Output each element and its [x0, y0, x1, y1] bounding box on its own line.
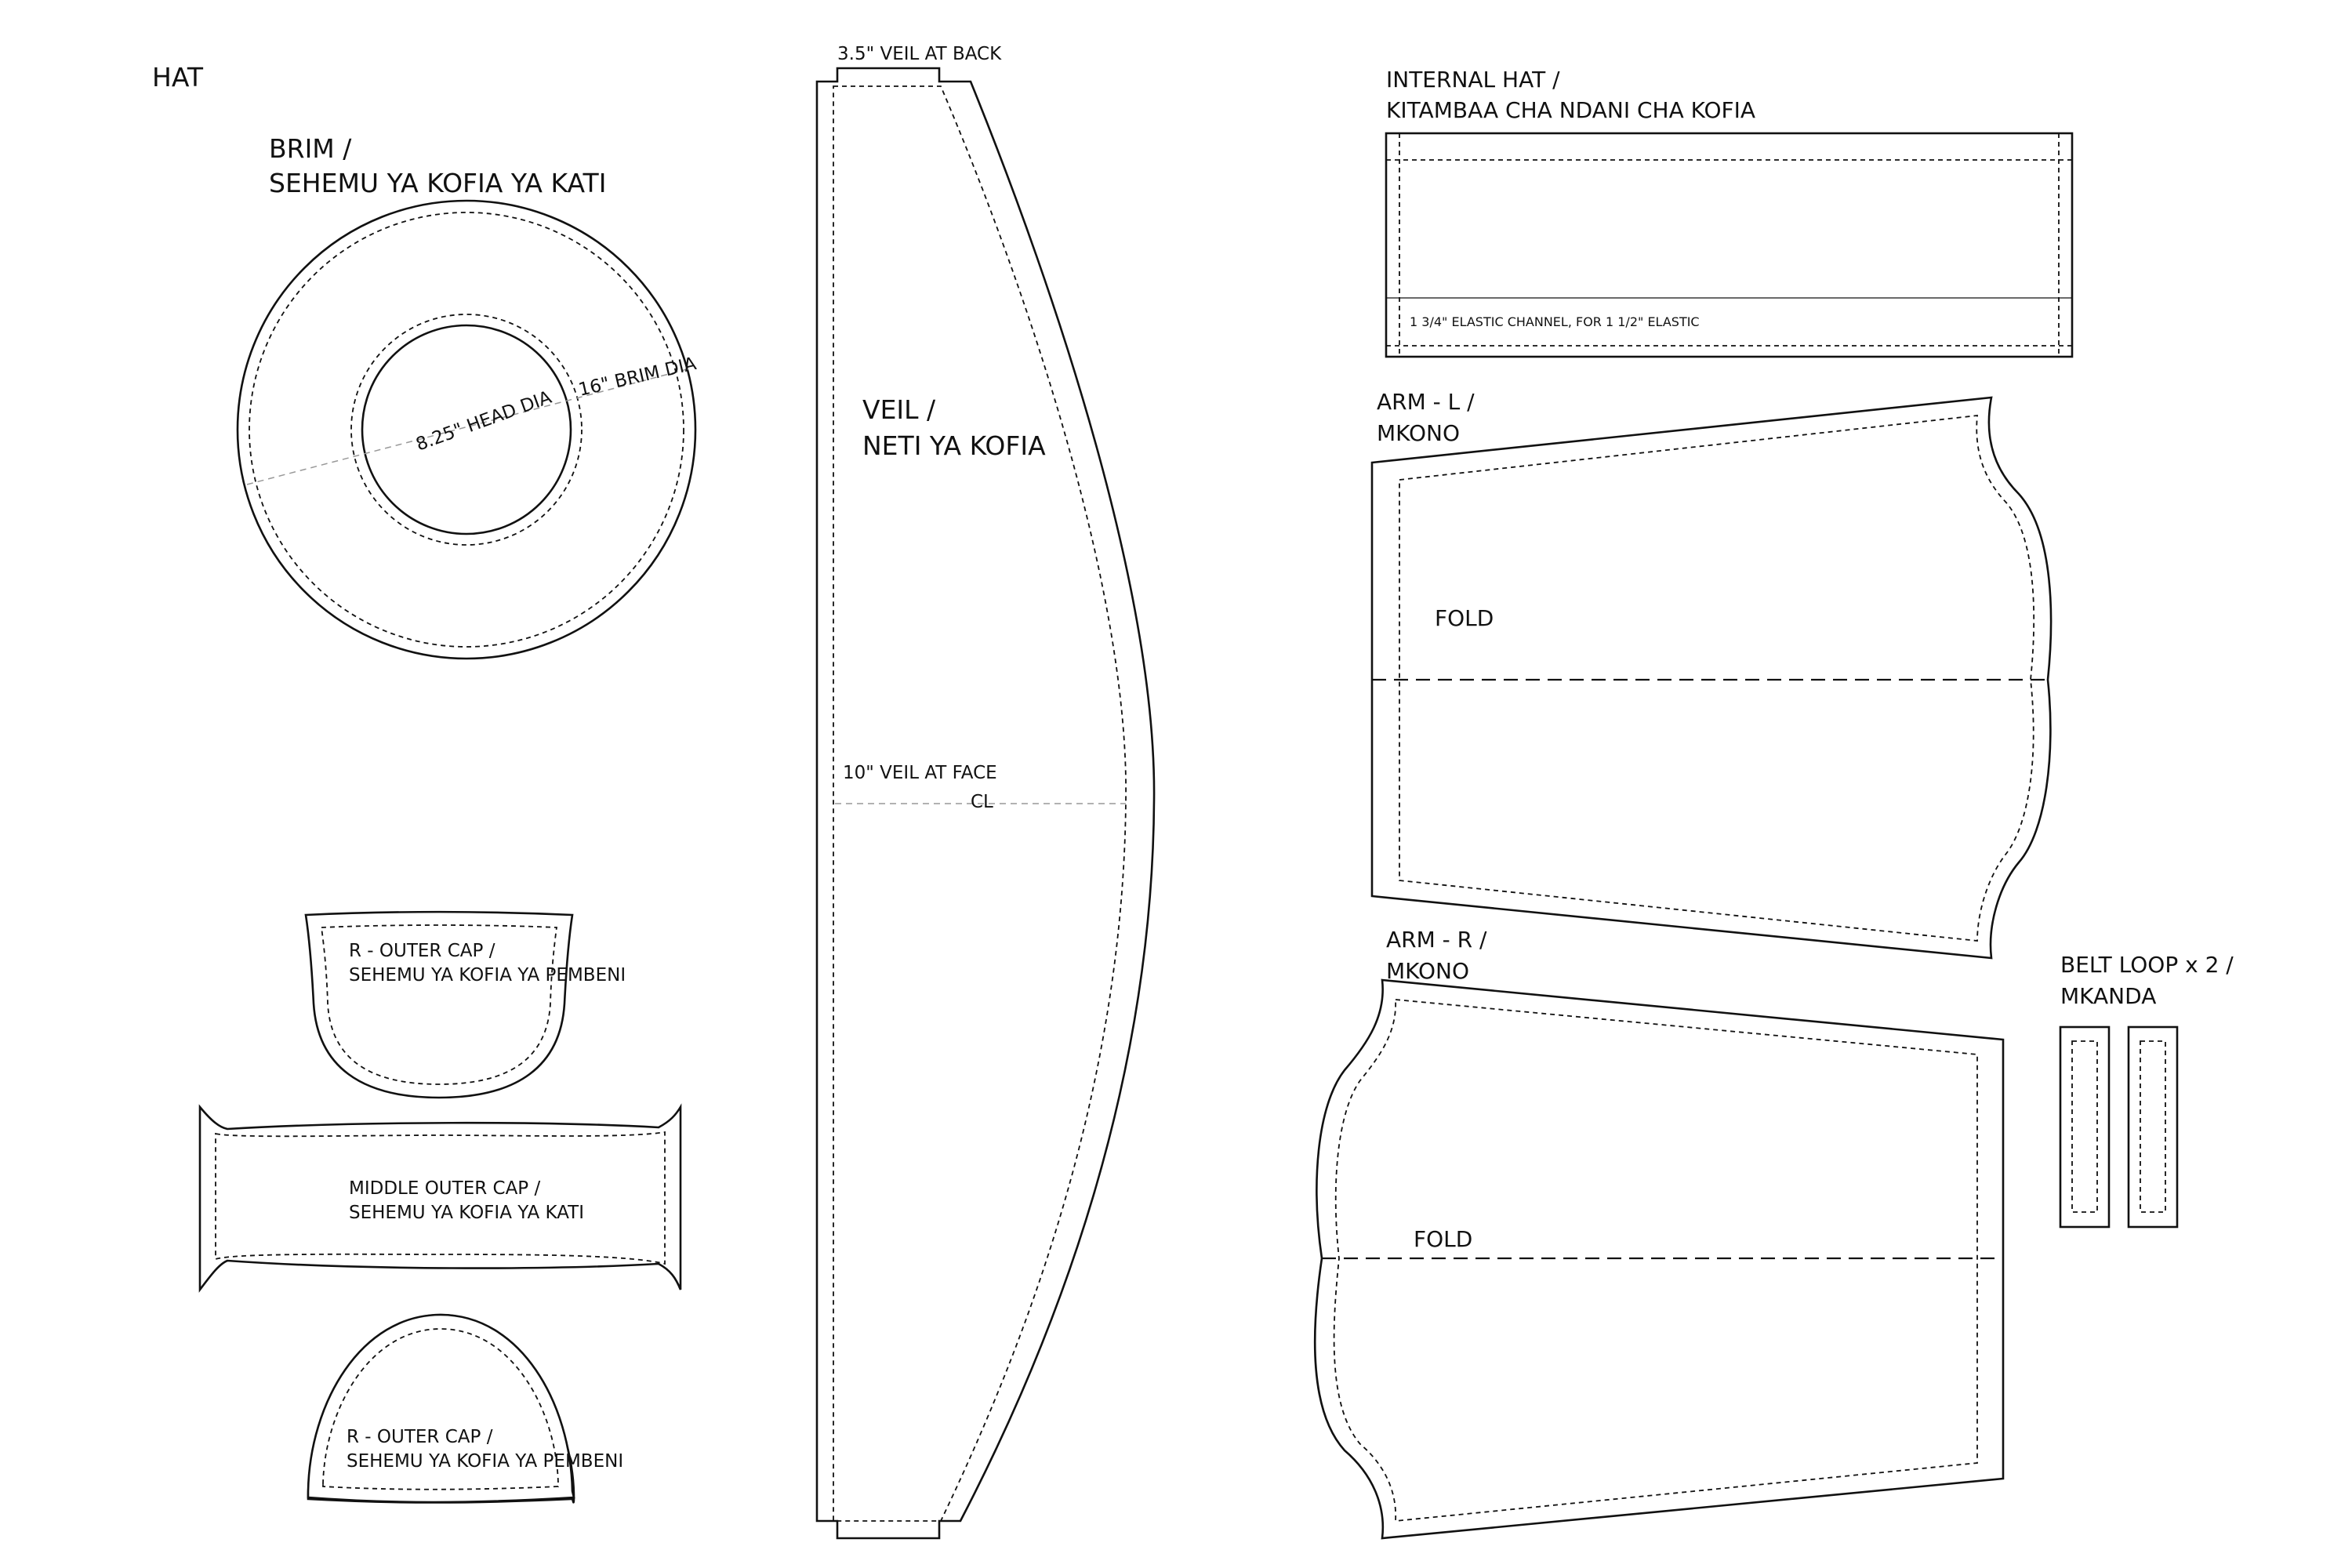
middle-cap-label-1: MIDDLE OUTER CAP / [349, 1178, 540, 1199]
internal-hat-cut-outline [1385, 132, 2074, 358]
brim-label-1: BRIM / [269, 133, 352, 164]
arm-r-fold-label: FOLD [1414, 1226, 1472, 1252]
veil-face-note: 10" VEIL AT FACE [843, 763, 997, 783]
outer-cap-top-cut [304, 910, 574, 1099]
belt-loop-piece: BELT LOOP x 2 / MKANDA [2059, 952, 2234, 1229]
arm-l-piece: FOLD ARM - L / MKONO [1370, 389, 2053, 960]
internal-hat-label-1: INTERNAL HAT / [1386, 67, 1560, 93]
arm-r-label-1: ARM - R / [1386, 927, 1487, 953]
brim-inner-cut [361, 324, 572, 535]
outer-cap-top-seam [320, 924, 558, 1085]
veil-centerline-mark: CL [971, 792, 993, 812]
veil-seam-outline [833, 85, 1127, 1522]
sheet-title: HAT [152, 62, 204, 93]
elastic-channel-note: 1 3/4" ELASTIC CHANNEL, FOR 1 1/2" ELAST… [1410, 314, 1700, 329]
brim-outer-seam [249, 212, 684, 648]
belt-loop-1-seam [2071, 1040, 2098, 1213]
veil-label-2: NETI YA KOFIA [862, 430, 1046, 461]
arm-r-seam-outline [1333, 999, 1978, 1523]
outer-cap-bottom-cut [307, 1313, 575, 1504]
veil-label-1: VEIL / [862, 394, 936, 425]
brim-label-2: SEHEMU YA KOFIA YA KATI [269, 168, 606, 198]
belt-loop-label-2: MKANDA [2060, 983, 2156, 1009]
belt-loop-2-cut [2127, 1025, 2179, 1229]
veil-cut-outline [815, 67, 1156, 1540]
brim-piece: 8.25" HEAD DIA 16" BRIM DIA BRIM / SEHEM… [236, 133, 699, 660]
outer-cap-bottom-seam [322, 1328, 559, 1490]
arm-l-seam-outline [1399, 414, 2035, 942]
outer-cap-top-label-1: R - OUTER CAP / [349, 941, 495, 961]
outer-cap-bottom-label-2: SEHEMU YA KOFIA YA PEMBENI [347, 1451, 623, 1472]
veil-piece: 3.5" VEIL AT BACK 10" VEIL AT FACE CL VE… [815, 44, 1156, 1540]
outer-cap-bottom-label-1: R - OUTER CAP / [347, 1427, 493, 1447]
middle-cap-piece: MIDDLE OUTER CAP / SEHEMU YA KOFIA YA KA… [198, 1103, 682, 1293]
arm-r-label-2: MKONO [1386, 958, 1469, 984]
middle-cap-label-2: SEHEMU YA KOFIA YA KATI [349, 1203, 584, 1223]
belt-loop-label-1: BELT LOOP x 2 / [2060, 952, 2234, 978]
internal-hat-piece: 1 3/4" ELASTIC CHANNEL, FOR 1 1/2" ELAST… [1385, 67, 2074, 358]
belt-loop-1-cut [2059, 1025, 2111, 1229]
internal-hat-label-2: KITAMBAA CHA NDANI CHA KOFIA [1386, 97, 1755, 123]
arm-l-label-2: MKONO [1377, 420, 1460, 446]
middle-cap-cut [198, 1103, 682, 1293]
outer-cap-top-piece: R - OUTER CAP / SEHEMU YA KOFIA YA PEMBE… [304, 910, 626, 1099]
middle-cap-seam [215, 1131, 666, 1265]
arm-l-cut-outline [1370, 396, 2053, 960]
belt-loop-2-seam [2140, 1040, 2166, 1213]
veil-back-note: 3.5" VEIL AT BACK [837, 44, 1002, 64]
arm-l-fold-label: FOLD [1435, 605, 1494, 631]
arm-r-piece: FOLD ARM - R / MKONO [1313, 927, 2005, 1540]
outer-cap-top-label-2: SEHEMU YA KOFIA YA PEMBENI [349, 965, 626, 985]
outer-cap-bottom-piece: R - OUTER CAP / SEHEMU YA KOFIA YA PEMBE… [307, 1313, 623, 1504]
brim-inner-seam [350, 314, 583, 546]
arm-l-label-1: ARM - L / [1377, 389, 1475, 415]
